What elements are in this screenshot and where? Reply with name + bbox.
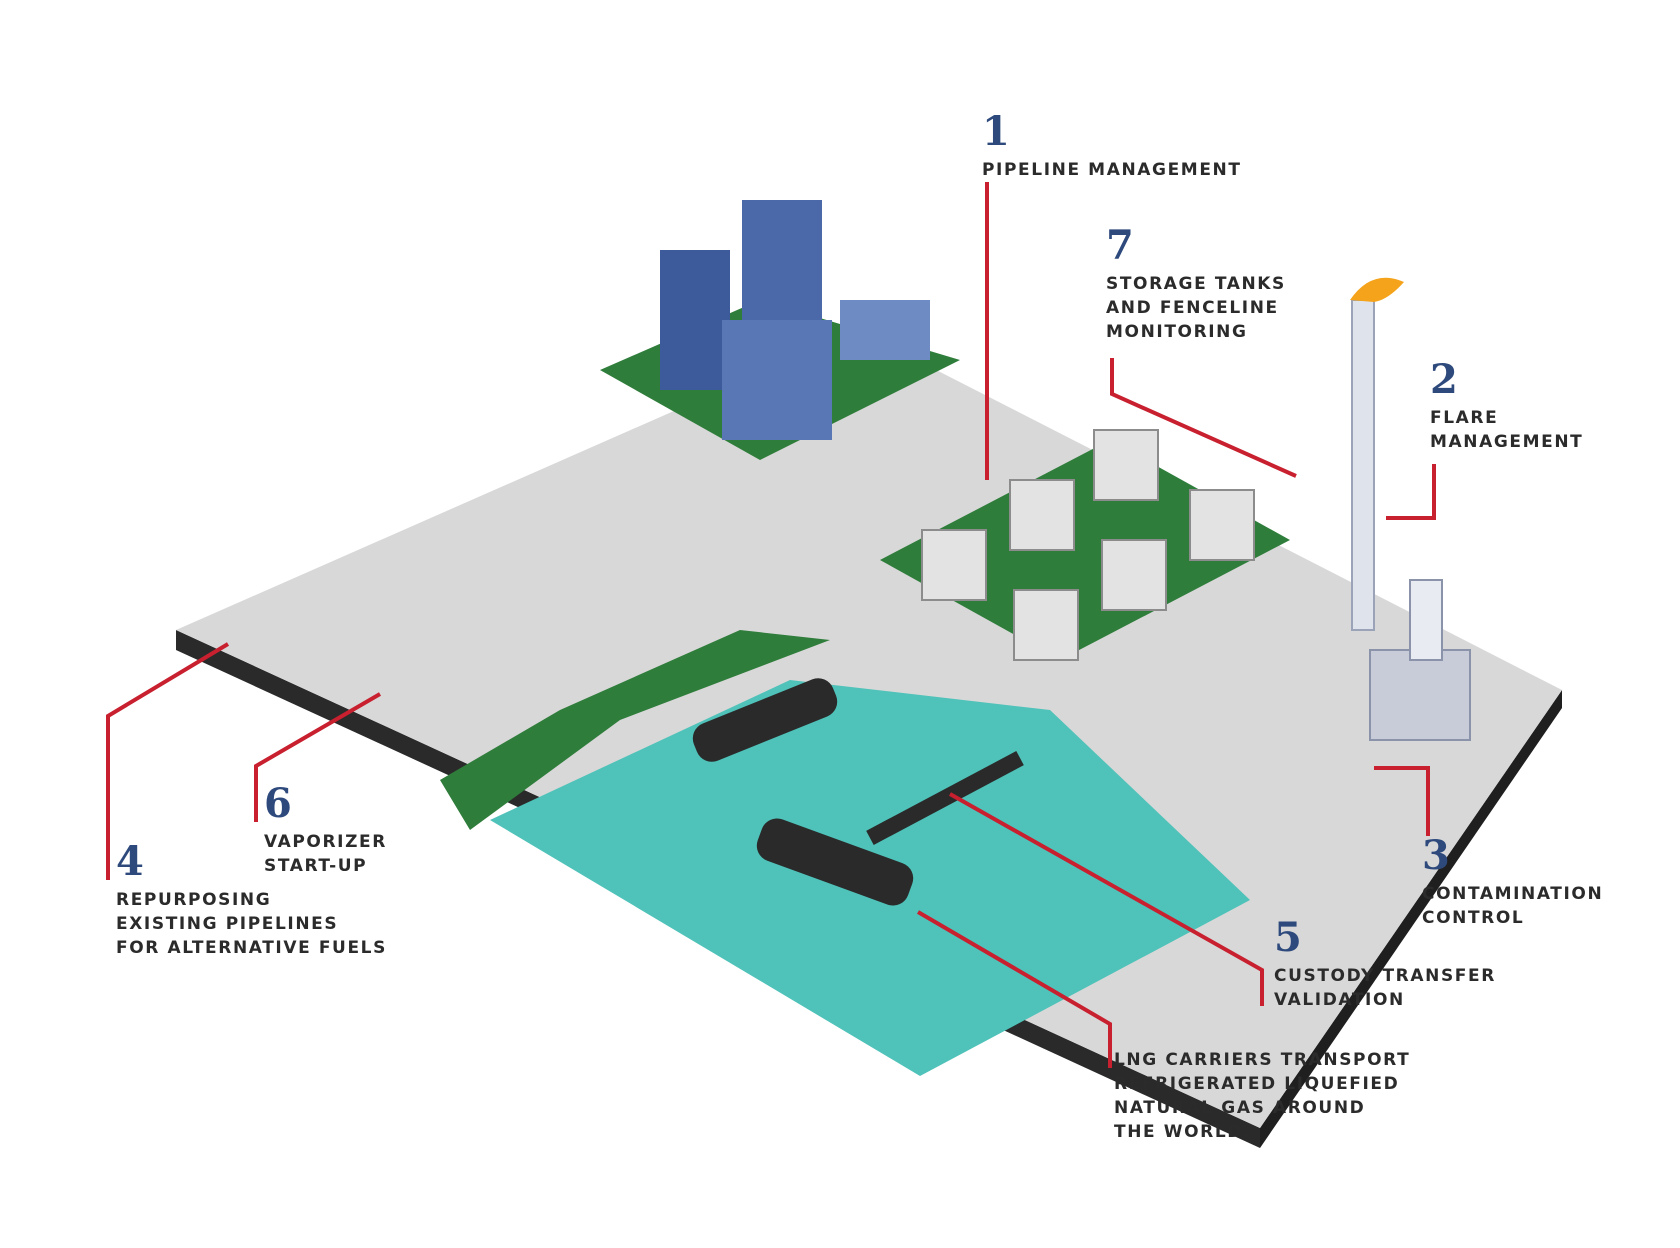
- callout-4-number: 4: [116, 838, 144, 885]
- callout-7: 7 STORAGE TANKS AND FENCELINE MONITORING: [1106, 226, 1286, 344]
- callout-3-text: CONTAMINATION CONTROL: [1422, 884, 1604, 928]
- base-right-side: [1260, 690, 1562, 1148]
- callout-6-number: 6: [264, 780, 292, 827]
- flare-stack: [1351, 299, 1375, 631]
- callout-3: 3 CONTAMINATION CONTROL: [1422, 836, 1603, 930]
- leader-7: [1110, 358, 1297, 478]
- callout-lng-text: LNG CARRIERS TRANSPORT REFRIGERATED LIQU…: [1114, 1050, 1411, 1142]
- callout-4-text: REPURPOSING EXISTING PIPELINES FOR ALTER…: [116, 890, 387, 958]
- callout-1-number: 1: [982, 108, 1010, 155]
- office-low: [840, 300, 930, 360]
- office-tower-1: [660, 250, 730, 390]
- callout-7-number: 7: [1106, 222, 1134, 269]
- callout-2: 2 FLARE MANAGEMENT: [1430, 360, 1583, 454]
- leader-6: [254, 692, 382, 822]
- callout-1-text: PIPELINE MANAGEMENT: [982, 160, 1242, 180]
- callout-6-text: VAPORIZER START-UP: [264, 832, 387, 876]
- callout-4: 4 REPURPOSING EXISTING PIPELINES FOR ALT…: [116, 842, 387, 960]
- callout-3-number: 3: [1422, 832, 1450, 879]
- flare-flame: [1350, 277, 1404, 302]
- office-tower-3: [722, 320, 832, 440]
- callout-2-number: 2: [1430, 356, 1458, 403]
- callout-2-text: FLARE MANAGEMENT: [1430, 408, 1584, 452]
- callout-6: 6 VAPORIZER START-UP: [264, 784, 387, 878]
- leader-lines: [106, 182, 1436, 1068]
- leader-lng: [916, 910, 1112, 1068]
- callout-5: 5 CUSTODY TRANSFER VALIDATION: [1274, 918, 1496, 1012]
- storage-tanks: [921, 429, 1255, 661]
- callout-5-text: CUSTODY TRANSFER VALIDATION: [1274, 966, 1496, 1010]
- callout-1: 1 PIPELINE MANAGEMENT: [982, 112, 1242, 182]
- lng-carrier-1: [692, 678, 838, 762]
- control-building: [1369, 649, 1471, 741]
- control-tower: [1409, 579, 1443, 661]
- tank-grass: [880, 440, 1290, 660]
- leader-4: [106, 642, 230, 880]
- lng-carrier-2: [756, 818, 914, 906]
- callout-7-text: STORAGE TANKS AND FENCELINE MONITORING: [1106, 274, 1286, 342]
- leader-2: [1386, 464, 1436, 520]
- callout-lng: LNG CARRIERS TRANSPORT REFRIGERATED LIQU…: [1114, 1048, 1410, 1144]
- leader-3: [1374, 766, 1430, 836]
- leader-5: [949, 792, 1264, 1006]
- shore-grass: [440, 630, 830, 830]
- jetty-pier: [866, 751, 1024, 845]
- callout-5-number: 5: [1274, 914, 1302, 961]
